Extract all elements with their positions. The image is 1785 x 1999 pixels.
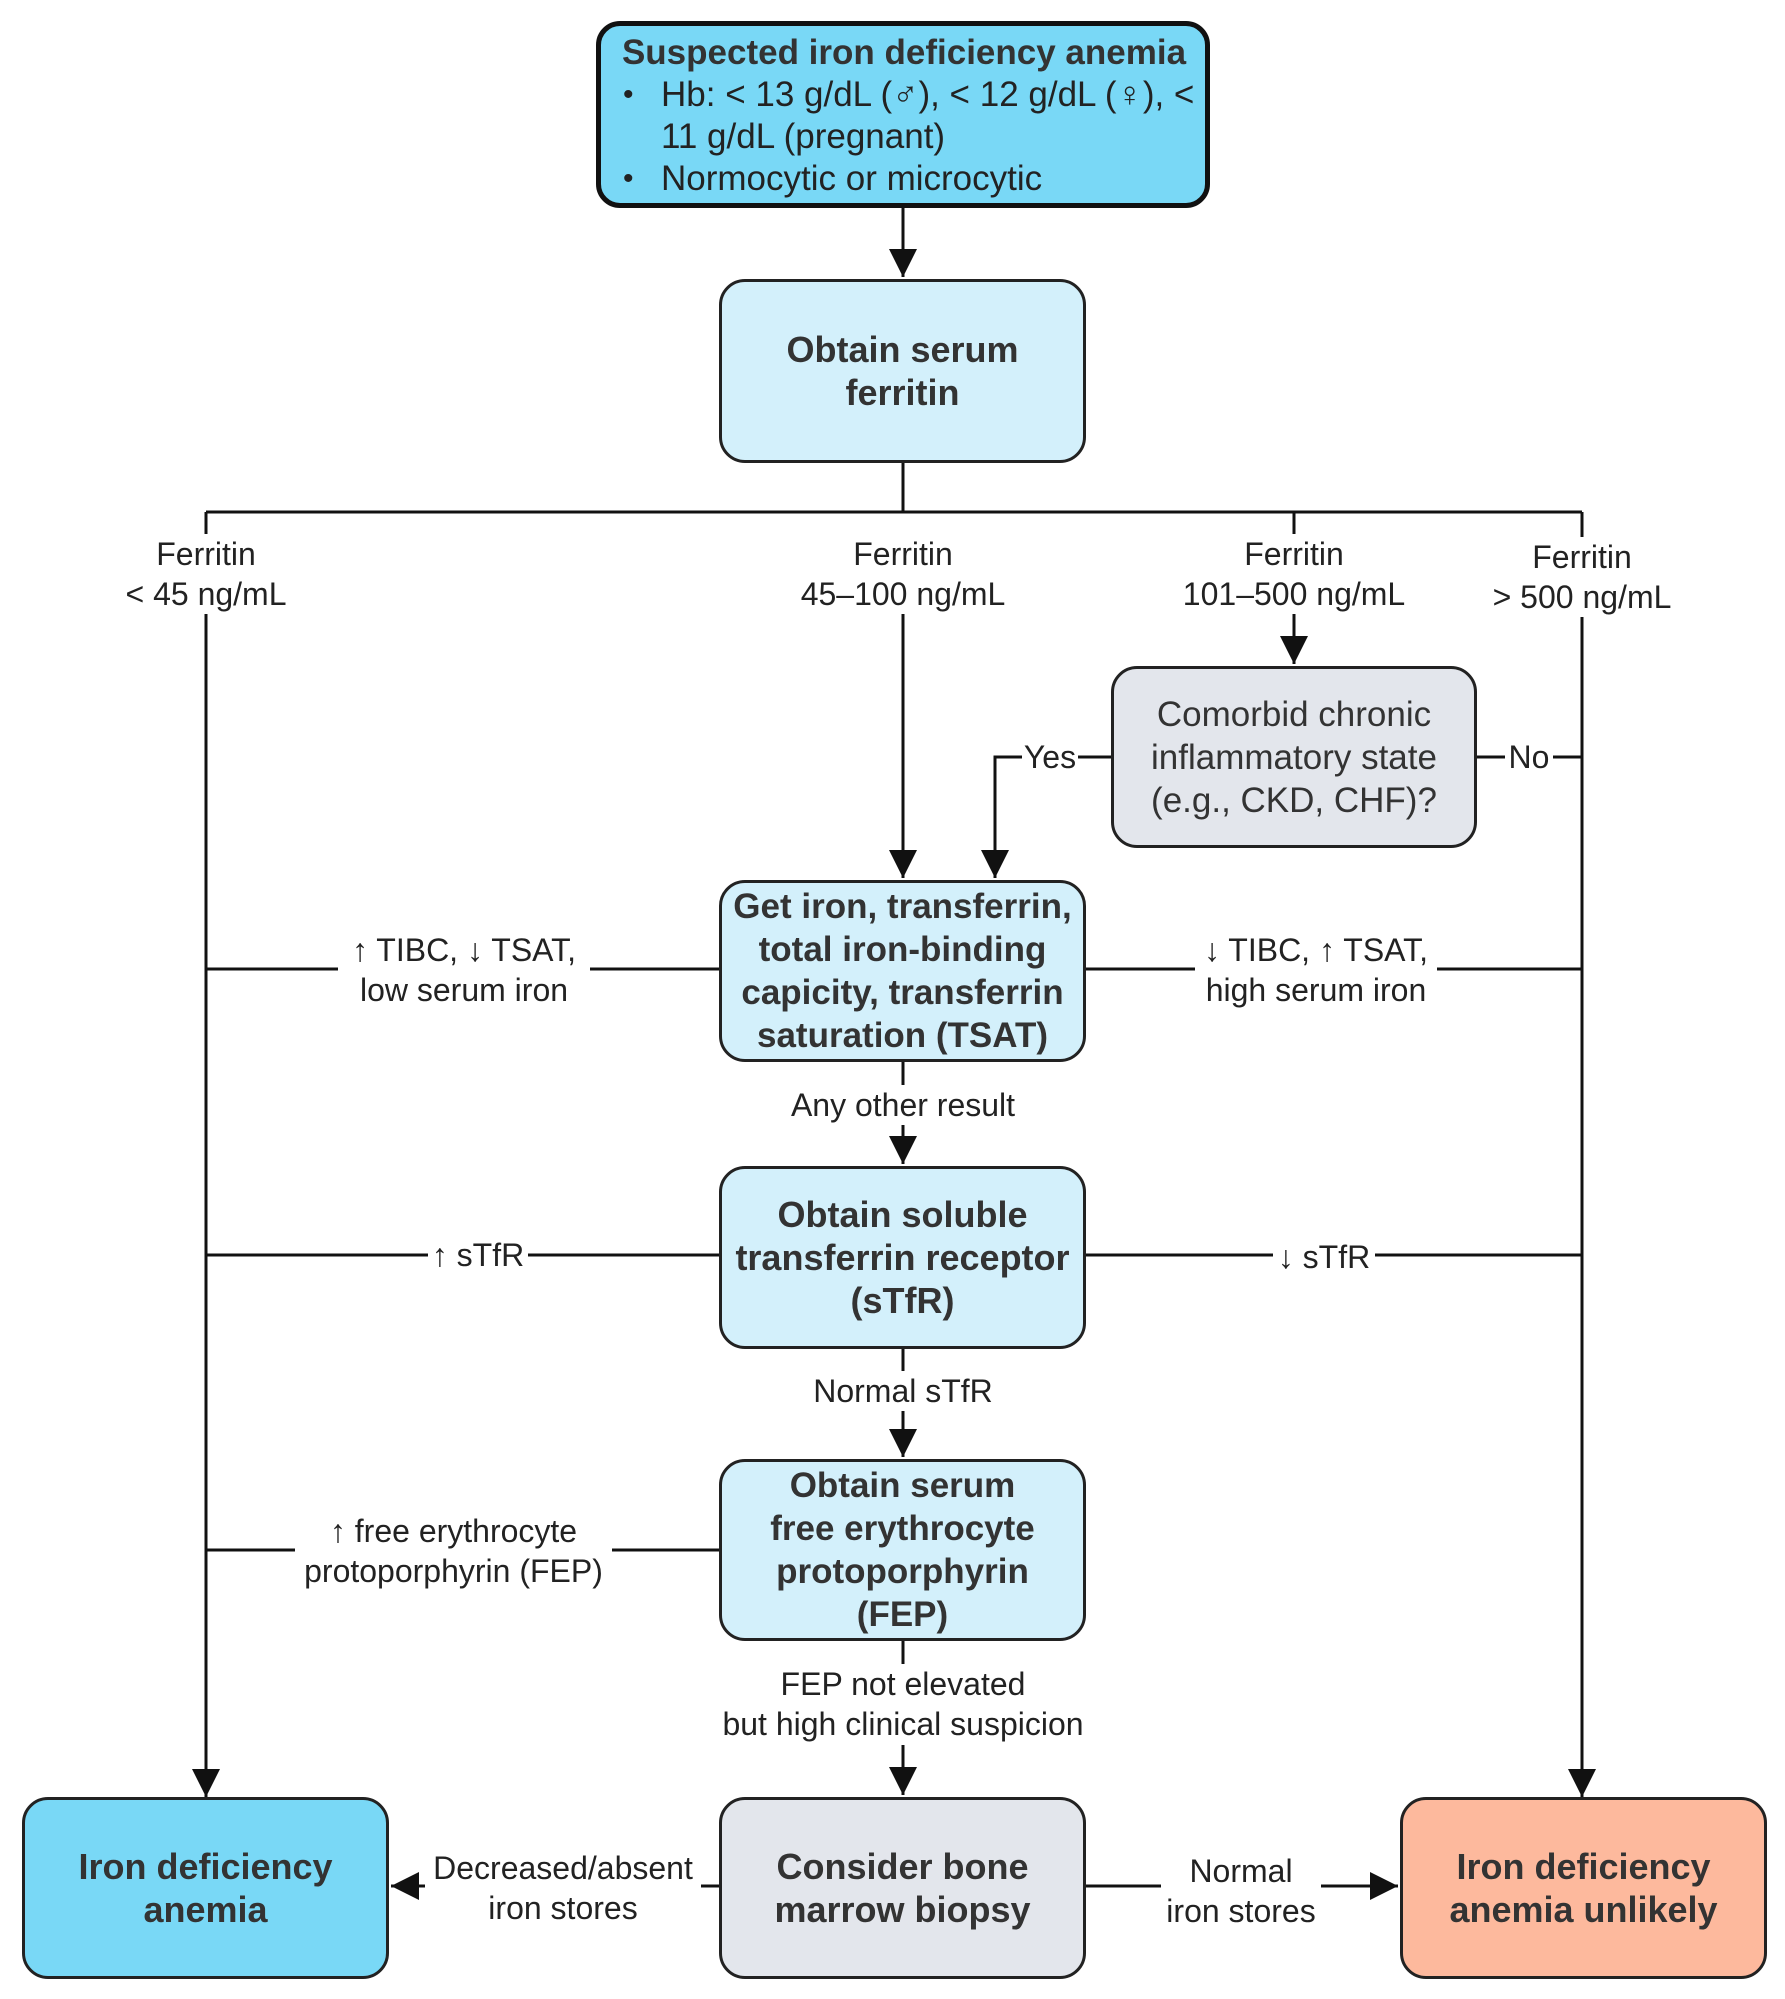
node-suspected-ida-title: Suspected iron deficiency anemia	[621, 33, 1187, 72]
label-fep-high: ↑ free erythrocyte protoporphyrin (FEP)	[295, 1511, 612, 1591]
label-normal-stores: Normal iron stores	[1161, 1851, 1321, 1931]
node-iron-studies: Get iron, transferrin, total iron-bindin…	[719, 880, 1086, 1062]
label-fep-not-elevated: FEP not elevated but high clinical suspi…	[708, 1664, 1098, 1744]
label-yes: Yes	[1022, 737, 1078, 777]
label-any-other-result: Any other result	[773, 1085, 1033, 1125]
label-ferritin-gt500: Ferritin > 500 ng/mL	[1472, 537, 1692, 617]
label-no: No	[1505, 737, 1553, 777]
node-ida-unlikely: Iron deficiency anemia unlikely	[1400, 1797, 1767, 1979]
label-stfr-low: ↓ sTfR	[1273, 1237, 1375, 1277]
node-inflammatory-state: Comorbid chronic inflammatory state (e.g…	[1111, 666, 1477, 848]
label-ferritin-101-500: Ferritin 101–500 ng/mL	[1164, 534, 1424, 614]
node-suspected-ida: Suspected iron deficiency anemia Hb: < 1…	[596, 21, 1210, 208]
label-tibc-high: ↑ TIBC, ↓ TSAT, low serum iron	[338, 930, 590, 1010]
criteria-hb: Hb: < 13 g/dL (♂), < 12 g/dL (♀), < 11 g…	[613, 74, 1195, 158]
label-tibc-low: ↓ TIBC, ↑ TSAT, high serum iron	[1195, 930, 1437, 1010]
label-ferritin-45-100: Ferritin 45–100 ng/mL	[783, 534, 1023, 614]
node-obtain-stfr: Obtain soluble transferrin receptor (sTf…	[719, 1166, 1086, 1349]
node-iron-deficiency-anemia: Iron deficiency anemia	[22, 1797, 389, 1979]
label-normal-stfr: Normal sTfR	[793, 1371, 1013, 1411]
node-obtain-ferritin: Obtain serum ferritin	[719, 279, 1086, 463]
node-obtain-fep: Obtain serum free erythrocyte protoporph…	[719, 1459, 1086, 1641]
criteria-morphology: Normocytic or microcytic	[613, 158, 1195, 200]
label-stfr-high: ↑ sTfR	[428, 1235, 528, 1275]
label-ferritin-lt45: Ferritin < 45 ng/mL	[106, 534, 306, 614]
label-decreased-stores: Decreased/absent iron stores	[425, 1848, 701, 1928]
node-bone-marrow-biopsy: Consider bone marrow biopsy	[719, 1797, 1086, 1979]
criteria-list: Hb: < 13 g/dL (♂), < 12 g/dL (♀), < 11 g…	[613, 74, 1195, 200]
